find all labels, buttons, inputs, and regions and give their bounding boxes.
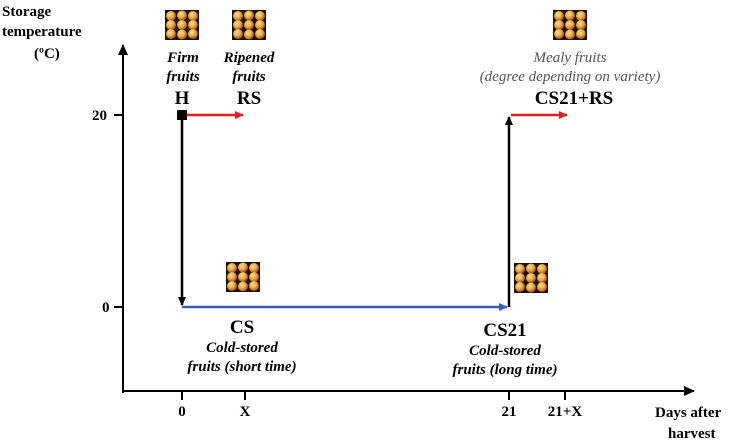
- y-axis-title-line2: temperature: [2, 24, 82, 40]
- x-axis-title-line2: harvest: [668, 426, 716, 442]
- cs21-desc-line2: fruits (long time): [452, 362, 557, 378]
- harvest-code: H: [175, 88, 190, 109]
- cs-desc-line1: Cold-stored: [206, 340, 278, 356]
- fruit-tray-icon: [165, 10, 199, 40]
- x-axis-title-line1: Days after: [655, 405, 722, 421]
- y-axis-title-line1: Storage: [2, 4, 51, 20]
- y-tick-label-20: 20: [92, 108, 107, 124]
- cs21-code: CS21: [483, 320, 526, 341]
- x-tick-label-21: 21: [502, 404, 517, 420]
- ripened-desc-line2: fruits: [232, 69, 266, 85]
- cs-desc-line2: fruits (short time): [187, 359, 296, 375]
- harvest-desc-line2: fruits: [166, 69, 200, 85]
- fruit-tray-icon: [514, 263, 548, 293]
- x-tick-label-0: 0: [178, 404, 186, 420]
- harvest-point-marker: [177, 110, 187, 120]
- cs-code: CS: [230, 317, 254, 338]
- harvest-desc-line1: Firm: [166, 50, 199, 66]
- mealy-desc-line2: (degree depending on variety): [480, 69, 661, 85]
- ripened-desc-line1: Ripened: [223, 50, 275, 66]
- cs21-desc-line1: Cold-stored: [469, 343, 541, 359]
- cs21rs-code: CS21+RS: [535, 88, 613, 109]
- y-axis-title-line3: (ºC): [34, 46, 60, 62]
- x-tick-label-x: X: [240, 404, 251, 420]
- y-tick-label-0: 0: [102, 300, 110, 316]
- ripened-code: RS: [237, 88, 261, 109]
- x-tick-label-21x: 21+X: [548, 404, 583, 420]
- fruit-tray-icon: [553, 10, 587, 40]
- fruit-tray-icon: [232, 10, 266, 40]
- fruit-tray-icon: [226, 262, 260, 292]
- mealy-desc-line1: Mealy fruits: [533, 50, 607, 66]
